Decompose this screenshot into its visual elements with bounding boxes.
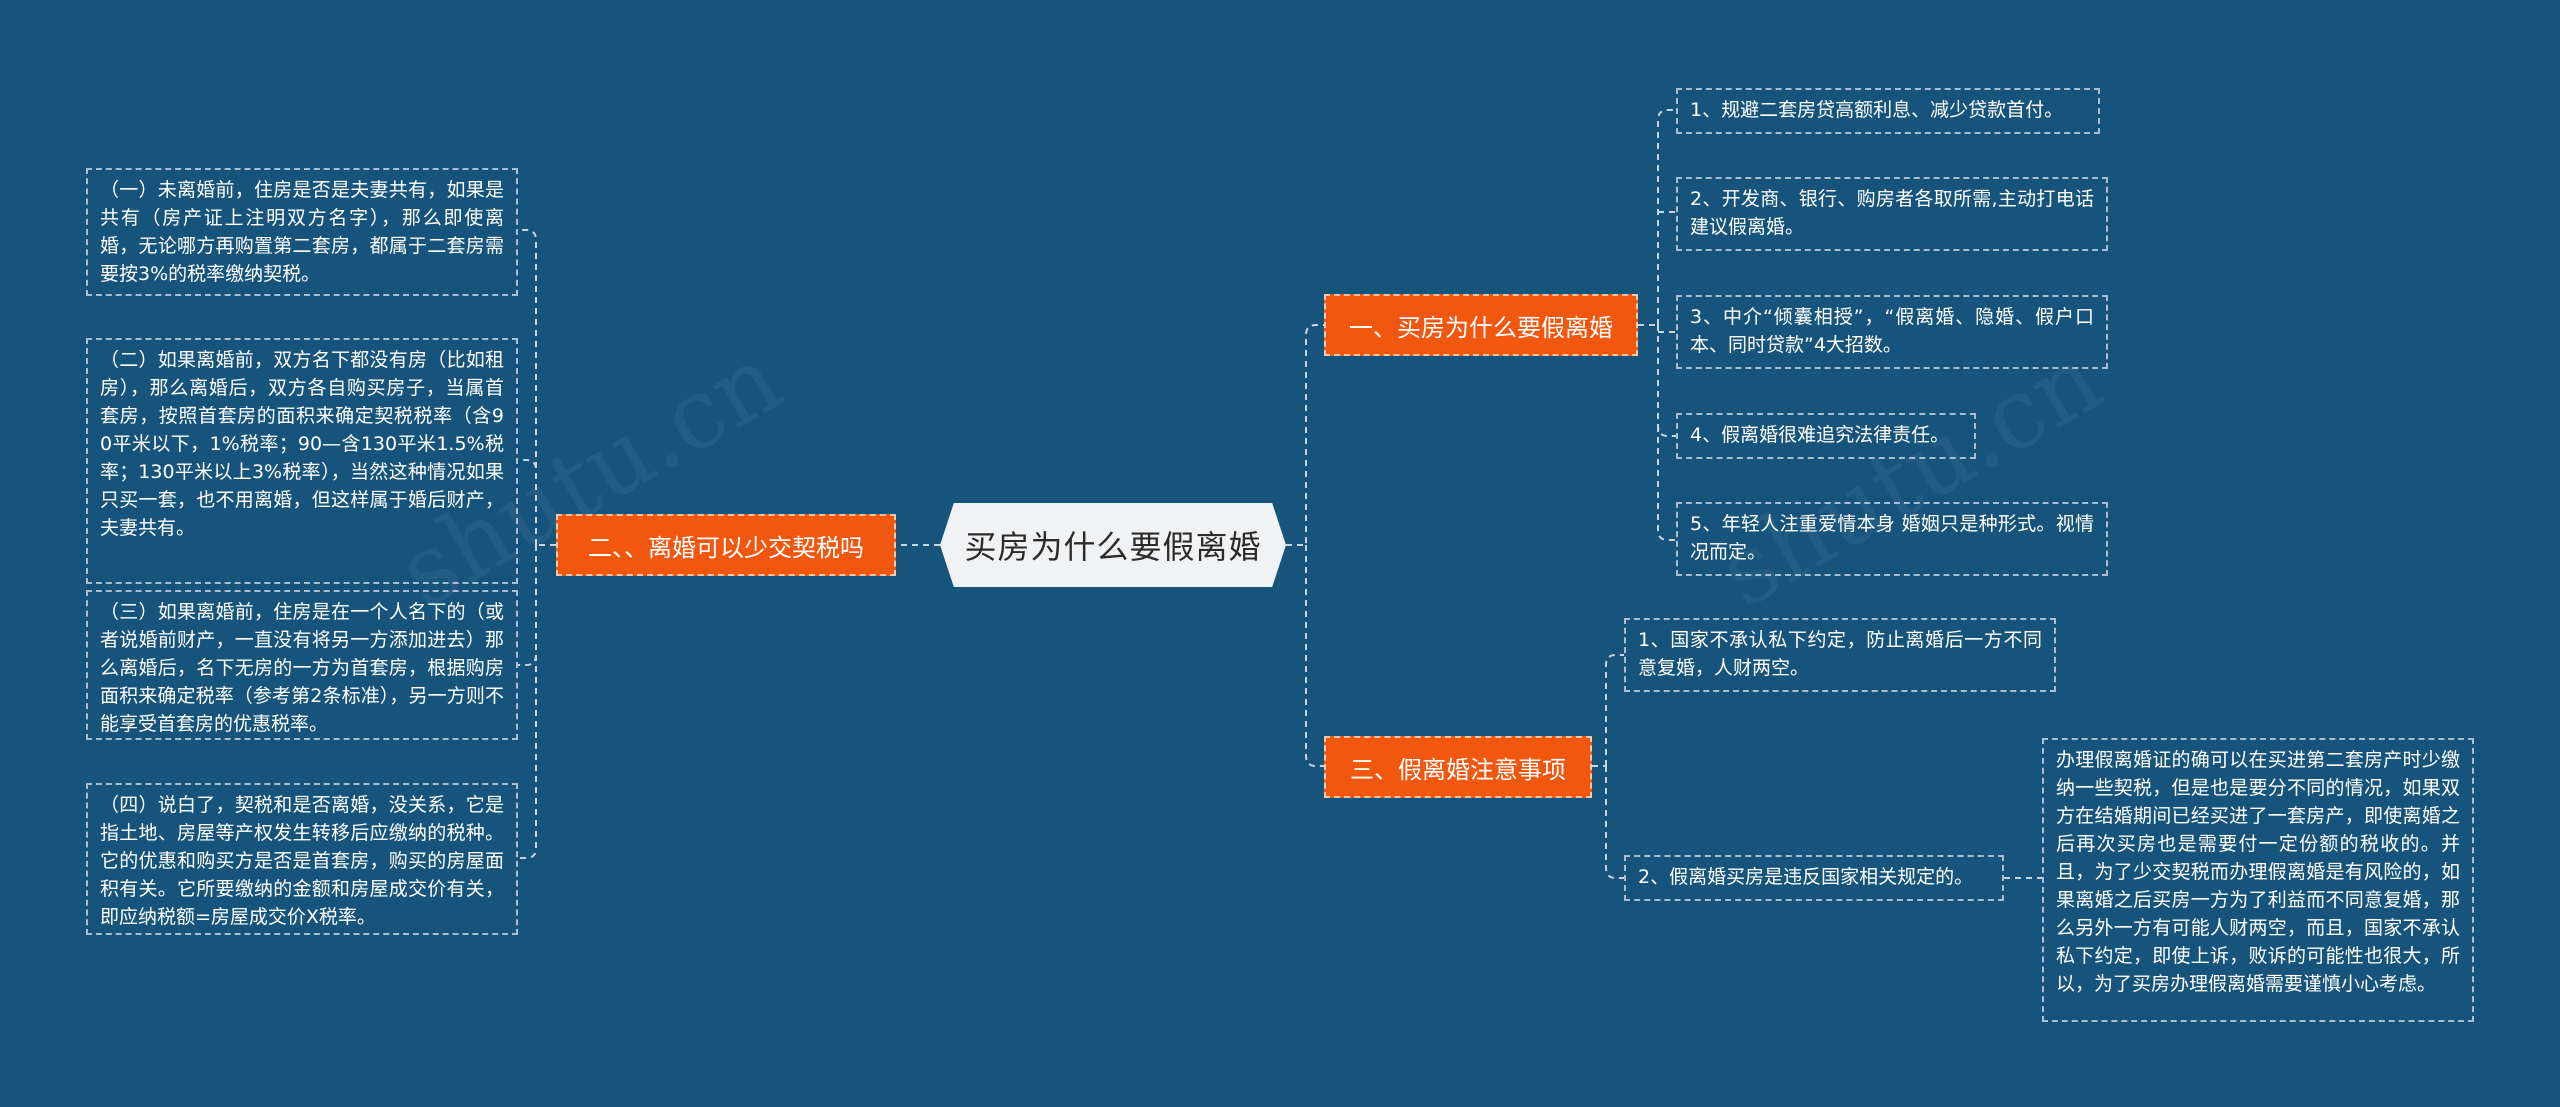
connector-b2-l2 <box>518 459 537 545</box>
connector-root-branch-1 <box>1286 324 1324 546</box>
connector-b2-l1 <box>518 229 537 545</box>
connector-b1-l4 <box>1657 325 1676 437</box>
leaf-b3-1[interactable]: 1、国家不承认私下约定，防止离婚后一方不同意复婚，人财两空。 <box>1624 618 2056 692</box>
leaf-b1-4[interactable]: 4、假离婚很难追究法律责任。 <box>1676 413 1976 459</box>
connector-b1-l1 <box>1657 109 1676 325</box>
root-topic[interactable]: 买房为什么要假离婚 <box>940 503 1286 587</box>
connector-b3-l2 <box>1605 766 1624 879</box>
leaf-b3-2[interactable]: 2、假离婚买房是违反国家相关规定的。 <box>1624 855 2004 901</box>
leaf-b1-5[interactable]: 5、年轻人注重爱情本身 婚姻只是种形式。视情况而定。 <box>1676 502 2108 576</box>
leaf-b2-2[interactable]: （二）如果离婚前，双方名下都没有房（比如租房），那么离婚后，双方各自购买房子，当… <box>86 338 518 584</box>
connector-b3-l1 <box>1605 654 1624 766</box>
branch-deed-tax[interactable]: 二、、离婚可以少交契税吗 <box>556 514 896 576</box>
connector-b2-l4 <box>518 655 537 859</box>
leaf-b1-3[interactable]: 3、中介“倾囊相授”，“假离婚、隐婚、假户口本、同时贷款”4大招数。 <box>1676 295 2108 369</box>
leaf-b3-detail[interactable]: 办理假离婚证的确可以在买进第二套房产时少缴纳一些契税，但是也是要分不同的情况，如… <box>2042 738 2474 1022</box>
leaf-b2-4[interactable]: （四）说白了，契税和是否离婚，没关系，它是指土地、房屋等产权发生转移后应缴纳的税… <box>86 783 518 935</box>
leaf-b2-1[interactable]: （一）未离婚前，住房是否是夫妻共有，如果是共有（房产证上注明双方名字），那么即使… <box>86 168 518 296</box>
connector-b2-l3 <box>518 545 537 666</box>
leaf-b2-3[interactable]: （三）如果离婚前，住房是在一个人名下的（或者说婚前财产，一直没有将另一方添加进去… <box>86 590 518 740</box>
leaf-b1-1[interactable]: 1、规避二套房贷高额利息、减少贷款首付。 <box>1676 88 2100 134</box>
connector-root-branch-3 <box>1305 545 1324 767</box>
connector-b1-l5 <box>1657 426 1676 541</box>
branch-precautions[interactable]: 三、假离婚注意事项 <box>1324 736 1592 798</box>
branch-why-fake-divorce[interactable]: 一、买房为什么要假离婚 <box>1324 294 1638 356</box>
leaf-b1-2[interactable]: 2、开发商、银行、购房者各取所需,主动打电话建议假离婚。 <box>1676 177 2108 251</box>
